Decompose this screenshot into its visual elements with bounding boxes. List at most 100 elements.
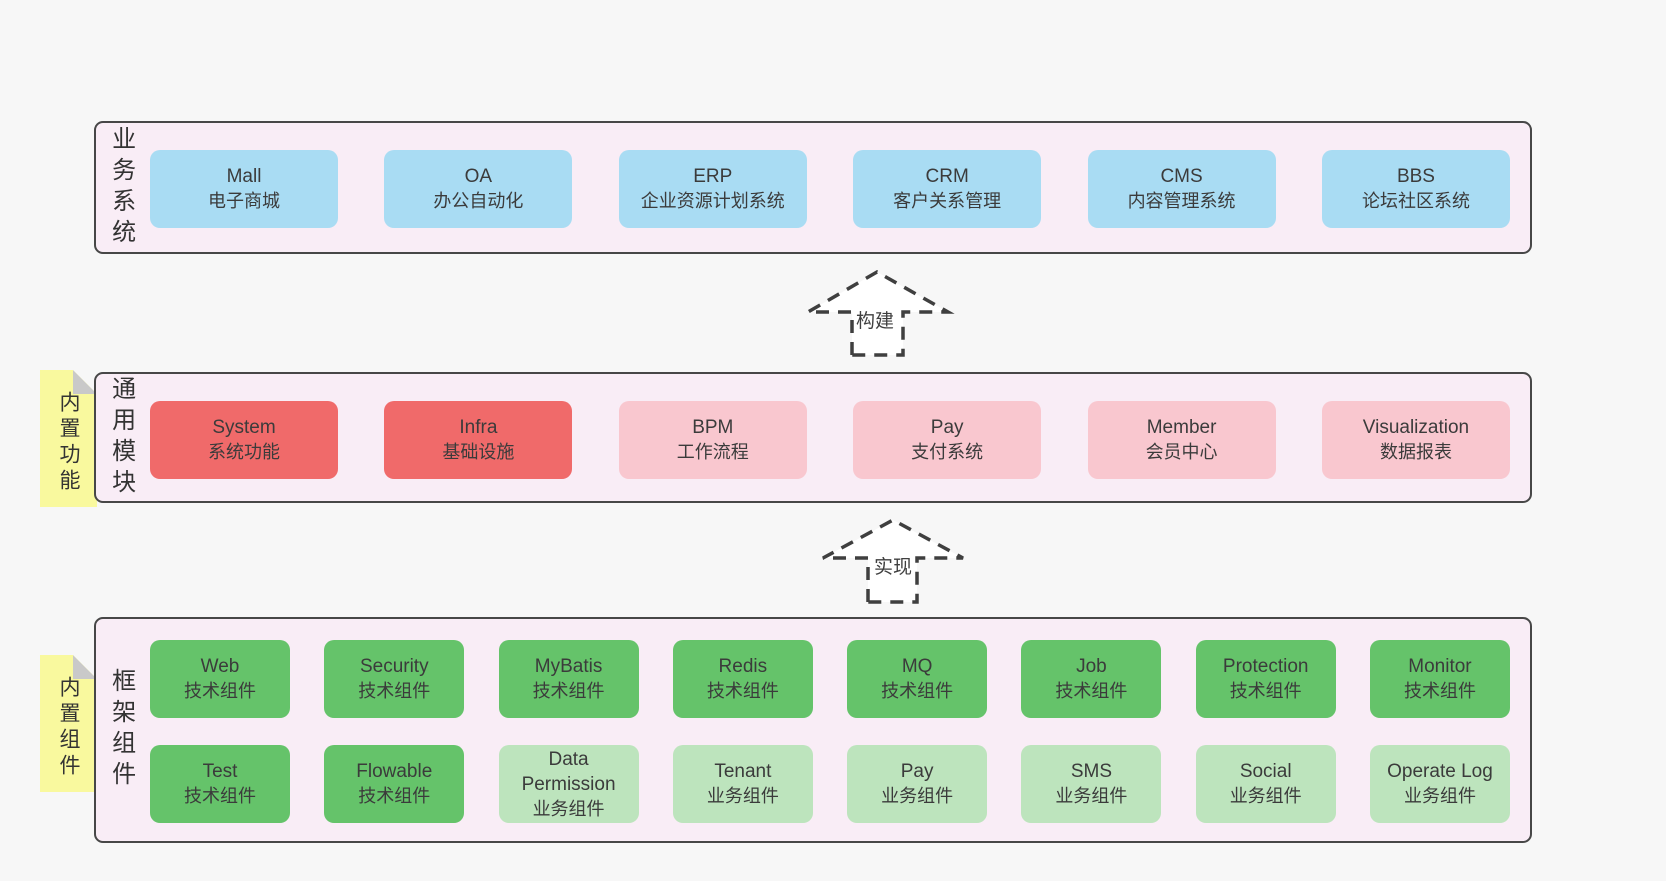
box-subtitle: 技术组件	[1403, 681, 1476, 701]
sticky-note-builtin-components: 内置组件	[40, 655, 97, 792]
box-title: MQ	[901, 656, 933, 677]
box-title: Member	[1146, 417, 1217, 438]
business-systems-panel: 业务系统 Mall 电子商城 OA 办公自动化 ERP 企业资源计划系统 CRM…	[94, 121, 1532, 254]
component-box: CMS 内容管理系统	[1087, 150, 1276, 228]
component-box: CRM 客户关系管理	[853, 150, 1042, 228]
business-systems-row: Mall 电子商城 OA 办公自动化 ERP 企业资源计划系统 CRM 客户关系…	[150, 150, 1510, 228]
common-modules-panel: 通用模块 System 系统功能 Infra 基础设施 BPM 工作流程 Pay…	[94, 372, 1532, 503]
component-box: MyBatis 技术组件	[498, 640, 639, 718]
box-subtitle: 业务组件	[881, 786, 954, 806]
box-subtitle: 支付系统	[911, 442, 984, 462]
framework-components-row-1: Web 技术组件 Security 技术组件 MyBatis 技术组件 Redi…	[150, 640, 1510, 718]
component-box: Flowable 技术组件	[324, 745, 465, 823]
box-title: System	[212, 417, 276, 438]
box-subtitle: 客户关系管理	[893, 191, 1002, 211]
box-title: Security	[359, 656, 429, 677]
component-box: Member 会员中心	[1087, 401, 1276, 479]
component-box: BPM 工作流程	[618, 401, 807, 479]
component-box: BBS 论坛社区系统	[1321, 150, 1510, 228]
box-title: MyBatis	[534, 656, 603, 677]
box-subtitle: 业务组件	[1403, 786, 1476, 806]
component-box: Visualization 数据报表	[1321, 401, 1510, 479]
layer-label-business-systems: 业务系统	[107, 125, 135, 250]
component-box: Redis 技术组件	[672, 640, 813, 718]
component-box: Protection 技术组件	[1195, 640, 1336, 718]
box-title: Monitor	[1408, 656, 1472, 677]
box-title: Visualization	[1362, 417, 1470, 438]
dashed-up-arrow-icon	[822, 518, 964, 604]
box-subtitle: 数据报表	[1379, 442, 1452, 462]
box-subtitle: 技术组件	[881, 681, 954, 701]
component-box: Monitor 技术组件	[1369, 640, 1510, 718]
box-title: Pay	[930, 417, 964, 438]
box-title: Web	[200, 656, 240, 677]
component-box: SMS 业务组件	[1021, 745, 1162, 823]
framework-components-row-2: Test 技术组件 Flowable 技术组件 Data Permission …	[150, 745, 1510, 823]
component-box: Test 技术组件	[150, 745, 290, 823]
box-subtitle: 基础设施	[442, 442, 515, 462]
component-box: Pay 业务组件	[847, 745, 988, 823]
box-title: Social	[1239, 761, 1292, 782]
component-box: System 系统功能	[150, 401, 338, 479]
component-box: Social 业务组件	[1195, 745, 1336, 823]
component-box: Infra 基础设施	[384, 401, 573, 479]
box-title: CRM	[925, 166, 969, 187]
box-subtitle: 技术组件	[184, 786, 256, 806]
box-subtitle: 论坛社区系统	[1361, 191, 1470, 211]
box-title: SMS	[1070, 761, 1112, 782]
box-subtitle: 技术组件	[358, 681, 431, 701]
box-subtitle: 业务组件	[706, 786, 779, 806]
box-subtitle: 业务组件	[532, 798, 605, 819]
component-box: Security 技术组件	[324, 640, 465, 718]
dashed-up-arrow-icon	[801, 269, 955, 357]
box-title: Job	[1076, 656, 1107, 677]
component-box: Pay 支付系统	[853, 401, 1042, 479]
box-subtitle: 会员中心	[1145, 442, 1218, 462]
layer-label-framework-components: 框架组件	[107, 668, 135, 792]
box-title: Tenant	[714, 761, 772, 782]
framework-components-panel: 框架组件 Web 技术组件 Security 技术组件 MyBatis 技术组件…	[94, 617, 1532, 843]
build-arrow-label: 构建	[855, 311, 894, 332]
box-title: Protection	[1222, 656, 1309, 677]
box-subtitle: 技术组件	[1055, 681, 1128, 701]
box-subtitle: 企业资源计划系统	[640, 191, 785, 211]
box-title: Operate Log	[1387, 761, 1493, 782]
box-subtitle: 技术组件	[358, 786, 431, 806]
box-subtitle: 技术组件	[532, 681, 605, 701]
sticky-note-builtin-features: 内置功能	[40, 370, 97, 507]
box-subtitle: 业务组件	[1055, 786, 1128, 806]
component-box: Data Permission 业务组件	[498, 745, 639, 823]
component-box: Operate Log 业务组件	[1369, 745, 1510, 823]
box-subtitle: 业务组件	[1229, 786, 1302, 806]
component-box: Web 技术组件	[150, 640, 290, 718]
box-subtitle: 技术组件	[706, 681, 779, 701]
box-title: BBS	[1396, 166, 1435, 187]
box-title: CMS	[1160, 166, 1203, 187]
box-title: Infra	[459, 417, 498, 438]
box-subtitle: 技术组件	[184, 681, 256, 701]
implement-arrow: 实现	[815, 512, 971, 608]
box-title: Test	[202, 761, 238, 782]
sticky-note-label: 内置组件	[57, 675, 80, 780]
layer-label-common-modules: 通用模块	[107, 375, 135, 500]
box-title: ERP	[693, 166, 733, 187]
box-title: Data Permission	[521, 748, 616, 795]
component-box: Job 技术组件	[1021, 640, 1162, 718]
box-title: Redis	[718, 656, 768, 677]
implement-arrow-label: 实现	[873, 557, 912, 578]
box-title: OA	[464, 166, 493, 187]
build-arrow: 构建	[800, 264, 956, 360]
box-title: Flowable	[356, 761, 433, 782]
component-box: OA 办公自动化	[384, 150, 573, 228]
sticky-note-label: 内置功能	[57, 390, 80, 495]
box-title: Mall	[226, 166, 262, 187]
component-box: MQ 技术组件	[847, 640, 988, 718]
box-title: Pay	[900, 761, 934, 782]
box-title: BPM	[692, 417, 734, 438]
box-subtitle: 内容管理系统	[1127, 191, 1236, 211]
box-subtitle: 技术组件	[1229, 681, 1302, 701]
box-subtitle: 系统功能	[208, 442, 280, 462]
common-modules-row: System 系统功能 Infra 基础设施 BPM 工作流程 Pay 支付系统…	[150, 401, 1510, 479]
component-box: Mall 电子商城	[150, 150, 338, 228]
box-subtitle: 电子商城	[208, 191, 280, 211]
